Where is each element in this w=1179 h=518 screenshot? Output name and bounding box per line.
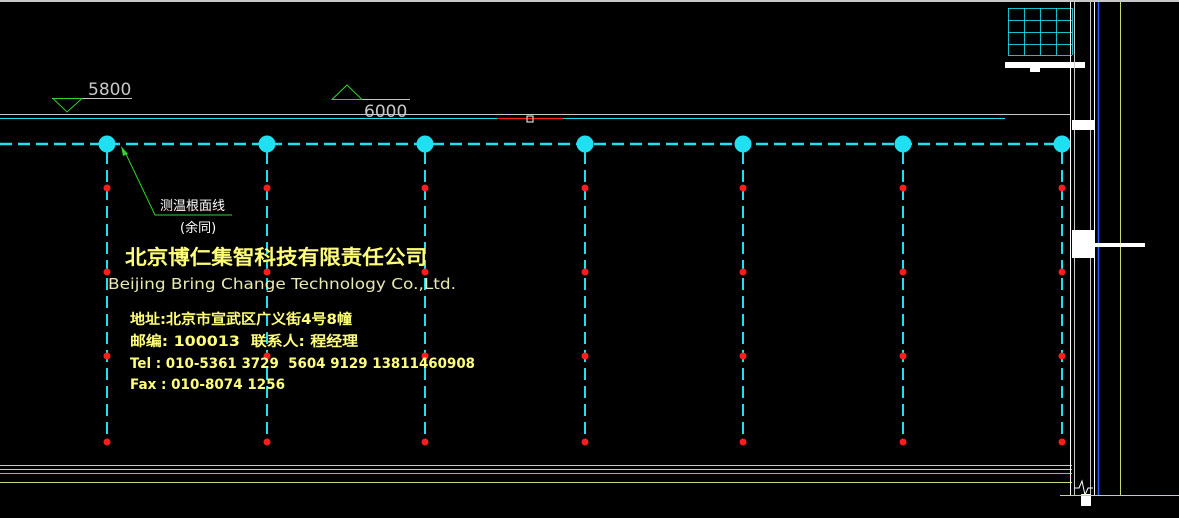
measurement-point xyxy=(1058,352,1066,360)
measurement-point xyxy=(581,352,589,360)
measurement-point xyxy=(1058,268,1066,276)
measurement-point xyxy=(899,352,907,360)
leader-annotation: 测温根面线 (余同) xyxy=(121,146,232,236)
lintel-notch xyxy=(1030,68,1040,72)
measurement-point xyxy=(1058,184,1066,192)
measurement-point xyxy=(739,184,747,192)
column-axis-bubble xyxy=(894,135,912,153)
column-axis-bubble xyxy=(98,135,116,153)
measurement-point xyxy=(421,352,429,360)
measurement-point xyxy=(739,352,747,360)
measurement-point xyxy=(739,438,747,446)
measurement-point xyxy=(263,438,271,446)
beam-block xyxy=(1072,120,1095,130)
measurement-point xyxy=(263,184,271,192)
measurement-point xyxy=(103,268,111,276)
column-axis-bubble xyxy=(576,135,594,153)
measurement-point xyxy=(899,268,907,276)
level-label: 5800 xyxy=(88,80,131,100)
annotation-label: 测温根面线 xyxy=(160,199,225,214)
company-address: 地址:北京市宣武区广义街4号8幢 xyxy=(130,311,352,328)
measurement-point xyxy=(899,184,907,192)
break-symbol xyxy=(1074,479,1093,497)
company-name-cn: 北京博仁集智科技有限责任公司 xyxy=(125,245,427,269)
measurement-point xyxy=(581,268,589,276)
level-triangle-icon xyxy=(51,98,84,113)
annotation-note: (余同) xyxy=(180,220,216,236)
column-axis-bubble xyxy=(734,135,752,153)
grip-handle[interactable] xyxy=(526,115,534,123)
column-axis-bubble xyxy=(258,135,276,153)
measurement-point xyxy=(103,438,111,446)
column-axes xyxy=(98,135,1071,446)
measurement-point xyxy=(899,438,907,446)
level-triangle-icon xyxy=(330,84,364,100)
company-postcode-contact: 邮编: 100013 联系人: 程经理 xyxy=(130,333,358,350)
measurement-point xyxy=(1058,438,1066,446)
level-marker-6000: 6000 xyxy=(330,84,410,122)
viewport-top-border xyxy=(0,0,1179,2)
measurement-point xyxy=(421,184,429,192)
level-label: 6000 xyxy=(364,102,407,122)
base-block xyxy=(1081,494,1091,506)
measurement-point xyxy=(581,184,589,192)
company-fax: Fax : 010-8074 1256 xyxy=(130,377,285,393)
right-wall-structure xyxy=(1005,2,1179,506)
measurement-point xyxy=(581,438,589,446)
measurement-point xyxy=(421,438,429,446)
measurement-point xyxy=(103,352,111,360)
measurement-point xyxy=(739,268,747,276)
column-axis-bubble xyxy=(416,135,434,153)
company-name-en: Beijing Bring Change Technology Co.,Ltd. xyxy=(108,275,456,293)
beam-block xyxy=(1072,230,1095,258)
company-info: 北京博仁集智科技有限责任公司 Beijing Bring Change Tech… xyxy=(108,245,475,393)
level-marker-5800: 5800 xyxy=(51,80,132,113)
measurement-point xyxy=(263,268,271,276)
leader-arrow-icon xyxy=(121,146,128,156)
measurement-point xyxy=(421,268,429,276)
leader-line xyxy=(124,151,232,216)
column-axis-bubble xyxy=(1053,135,1071,153)
measurement-point xyxy=(263,352,271,360)
measurement-point xyxy=(103,184,111,192)
window-grid xyxy=(1008,8,1073,56)
bracket-bar xyxy=(1095,243,1145,247)
company-tel: Tel : 010-5361 3729 5604 9129 1381146090… xyxy=(130,356,475,372)
lintel-bar xyxy=(1005,62,1085,68)
